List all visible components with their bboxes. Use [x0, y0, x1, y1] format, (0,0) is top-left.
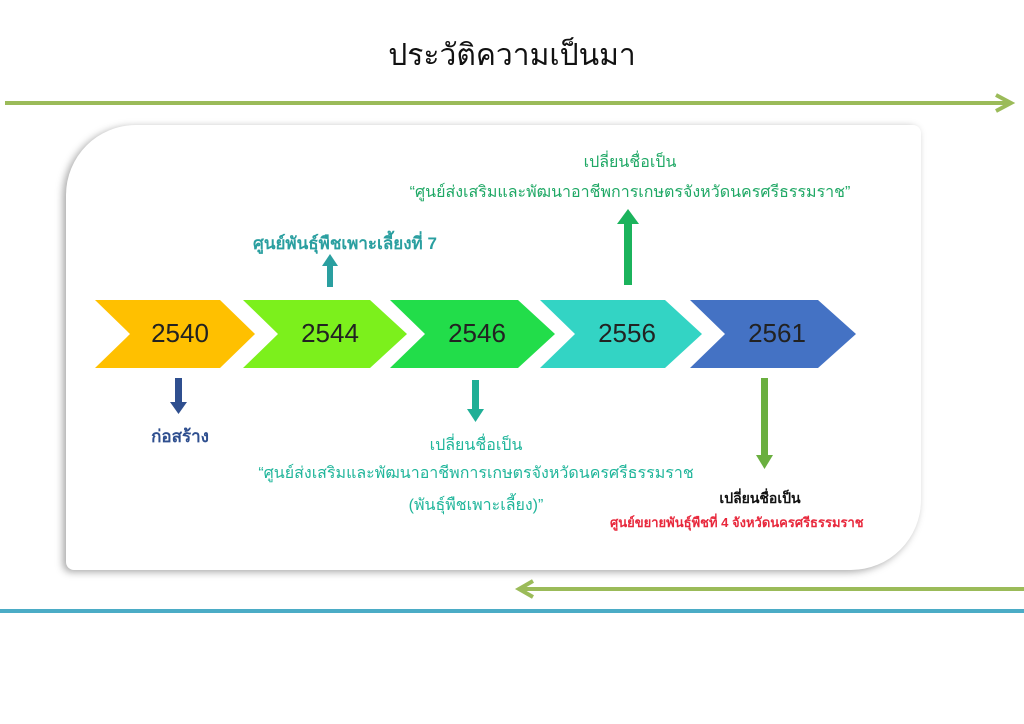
top-arrow-line	[5, 93, 1016, 113]
chevron-2556	[540, 300, 702, 368]
chevron-2540	[95, 300, 255, 368]
bottom-arrow-line	[514, 579, 1024, 599]
event-2546-line3: (พันธุ์พืชเพาะเลี้ยง)”	[408, 497, 544, 514]
event-2556-line1: เปลี่ยนชื่อเป็น	[583, 154, 677, 171]
arrow-down-2540-icon	[170, 378, 187, 414]
chevron-2561	[690, 300, 856, 368]
arrow-up-2544-icon	[322, 254, 338, 287]
page-title: ประวัติความเป็นมา	[388, 38, 636, 73]
event-2561-line1: เปลี่ยนชื่อเป็น	[719, 490, 801, 506]
year-2556: 2556	[598, 318, 656, 348]
event-2561-clip: ศูนย์ขยายพันธุ์พืชที่ 4 จังหวัดนครศรีธรร…	[610, 512, 922, 533]
arrow-down-2561-icon	[756, 378, 773, 469]
chevron-2546	[390, 300, 555, 368]
event-2561-line2: ศูนย์ขยายพันธุ์พืชที่ 4 จังหวัดนครศรีธรร…	[610, 515, 864, 530]
chevron-2544	[243, 300, 407, 368]
arrow-up-2556-icon	[617, 209, 639, 285]
arrow-down-2546-icon	[467, 380, 484, 422]
year-2561: 2561	[748, 318, 806, 348]
event-2556-line2: “ศูนย์ส่งเสริมและพัฒนาอาชีพการเกษตรจังหว…	[409, 184, 851, 201]
year-2546: 2546	[448, 318, 506, 348]
event-2540-label: ก่อสร้าง	[151, 427, 209, 446]
event-2544-label: ศูนย์พันธุ์พืชเพาะเลี้ยงที่ 7	[253, 234, 437, 253]
year-2544: 2544	[301, 318, 359, 348]
year-2540: 2540	[151, 318, 209, 348]
event-2546-line1: เปลี่ยนชื่อเป็น	[429, 437, 523, 454]
event-2546-line2: “ศูนย์ส่งเสริมและพัฒนาอาชีพการเกษตรจังหว…	[258, 465, 694, 482]
